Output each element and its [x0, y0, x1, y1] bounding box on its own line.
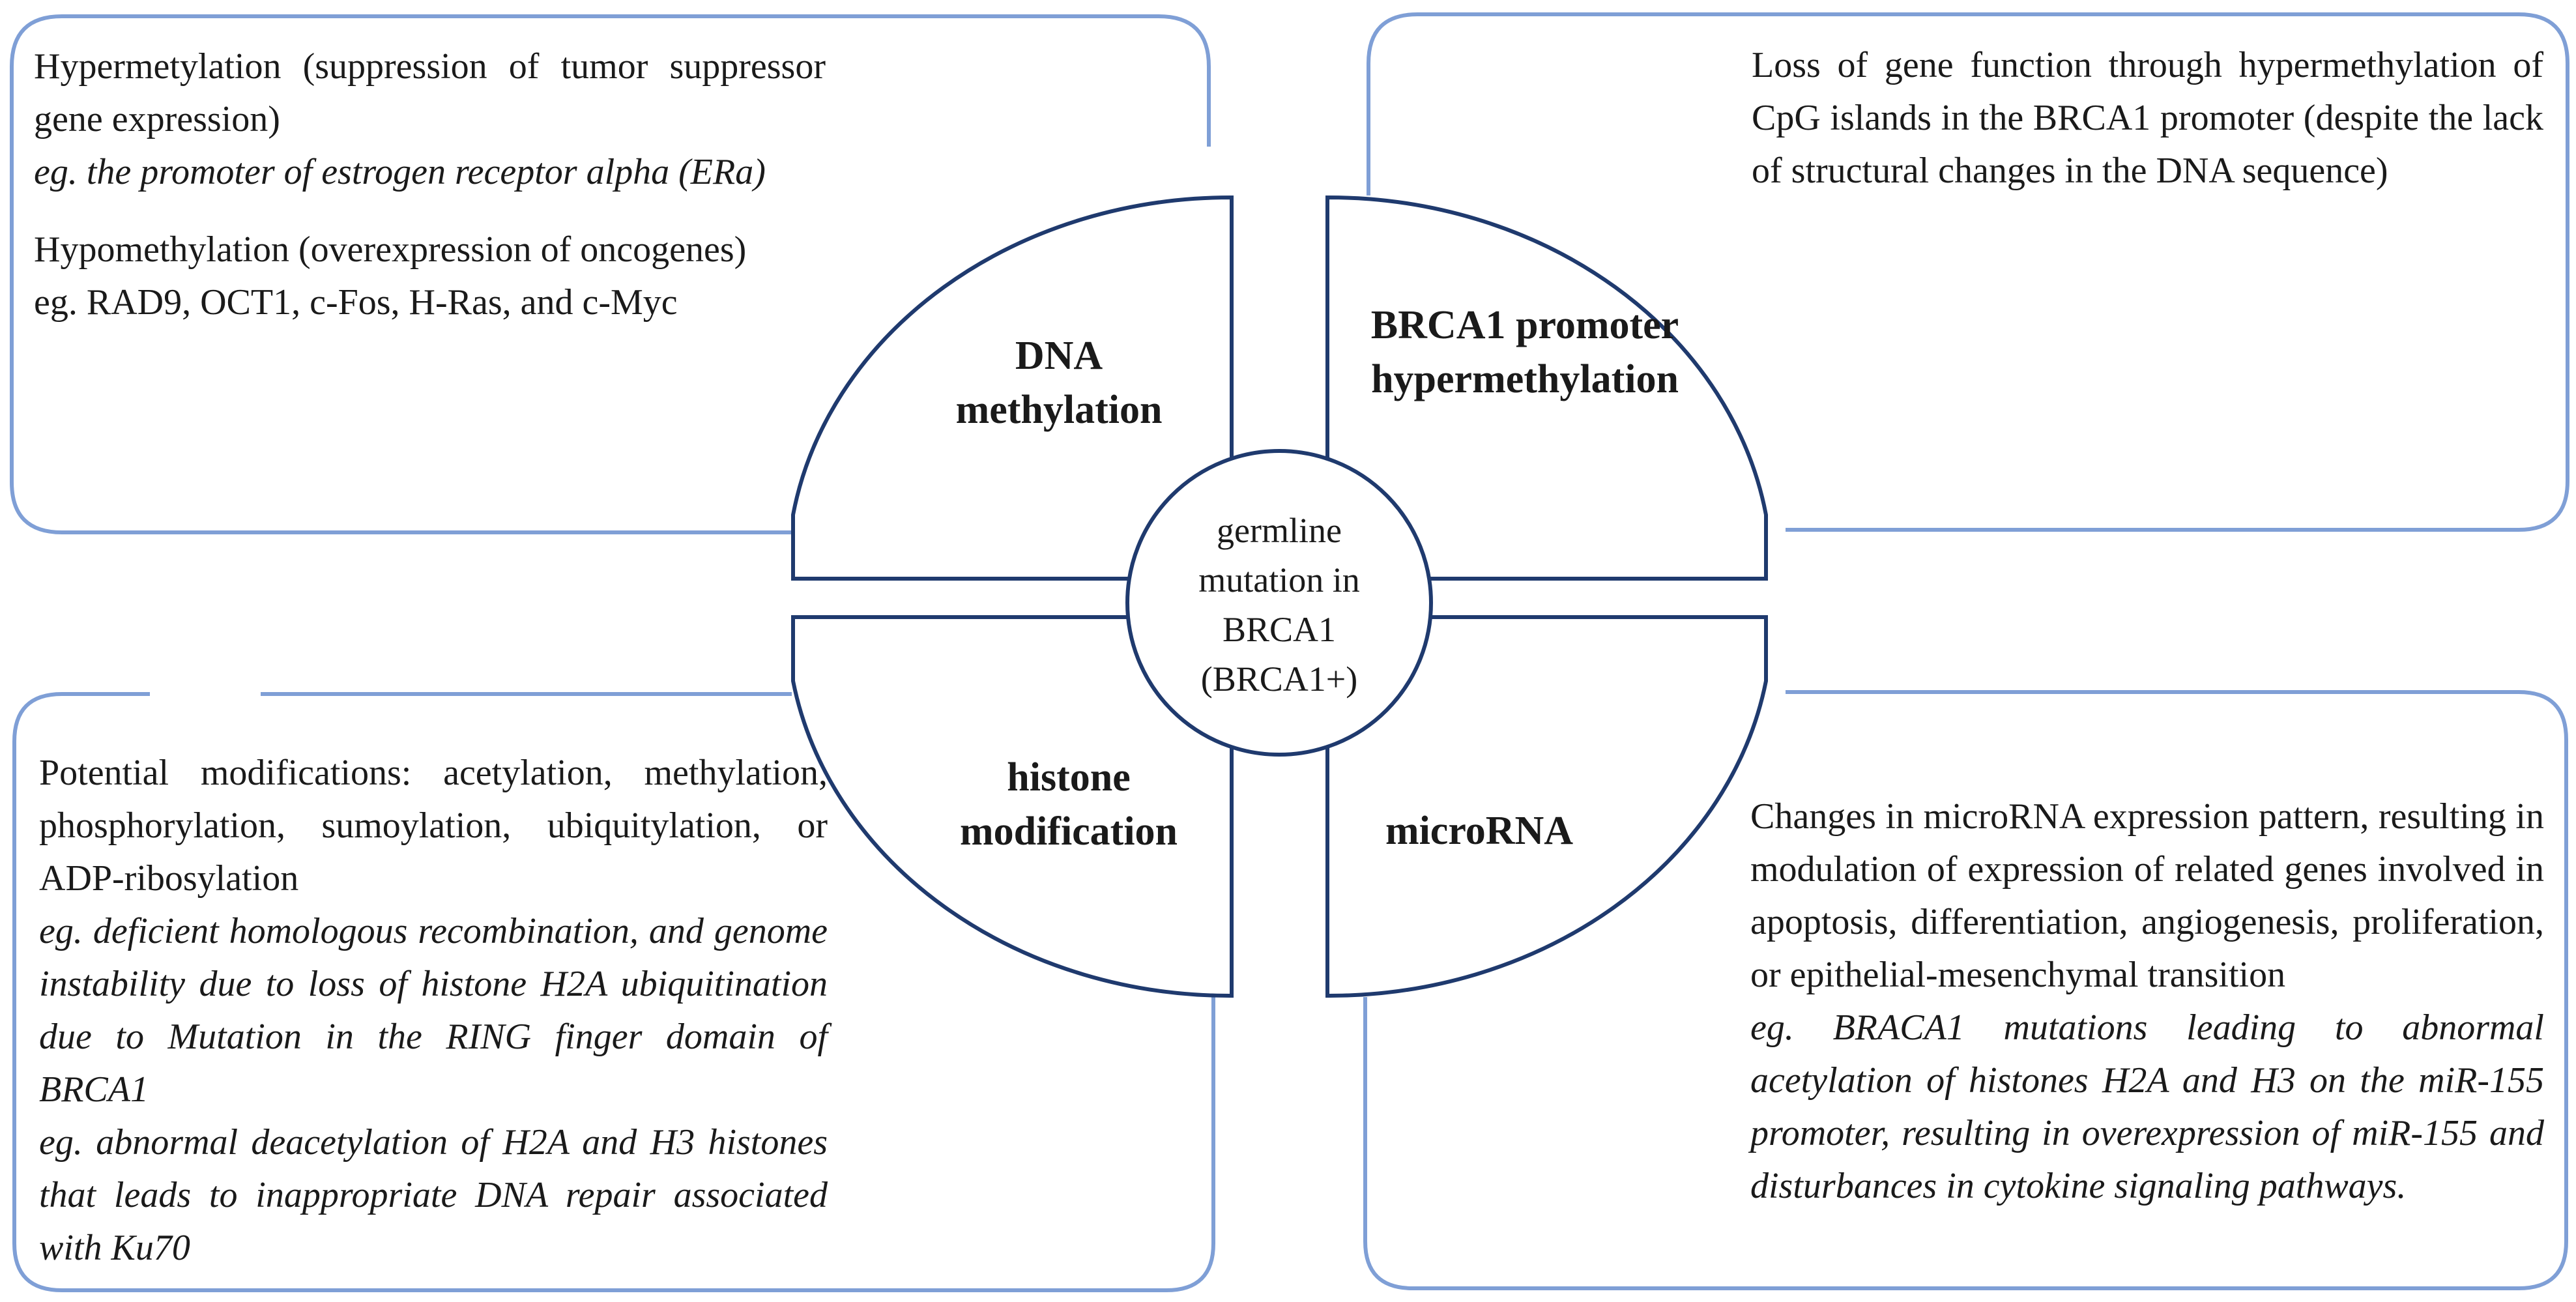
histone-modification-text: Potential modifications: acetylation, me… — [39, 753, 828, 899]
quadrant-histone-modification — [791, 615, 1234, 998]
histone-modification-description: Potential modifications: acetylation, me… — [39, 747, 828, 1275]
microrna-example: eg. BRACA1 mutations leading to abnormal… — [1750, 1007, 2544, 1206]
hypermethylation-example: eg. the promoter of estrogen receptor al… — [34, 152, 766, 192]
hypomethylation-example: eg. RAD9, OCT1, c-Fos, H-Ras, and c-Myc — [34, 282, 678, 323]
center-label: germline mutation in BRCA1 (BRCA1+) — [1198, 511, 1360, 699]
top-left-box — [10, 14, 1211, 534]
microrna-description: Changes in microRNA expression pattern, … — [1750, 790, 2544, 1213]
quadrant-brca1-promoter — [1325, 195, 1768, 581]
center-circle — [1125, 449, 1433, 757]
brca1-promoter-text: Loss of gene function through hypermethy… — [1752, 45, 2543, 191]
histone-example-1: eg. deficient homologous recombination, … — [39, 911, 828, 1110]
histone-example-2: eg. abnormal deacetylation of H2A and H3… — [39, 1122, 828, 1268]
dna-methylation-description: Hypermetylation (suppression of tumor su… — [34, 40, 826, 329]
dna-methylation-title: DNA methylation — [955, 334, 1163, 432]
top-right-box — [1367, 12, 2569, 532]
bottom-right-box — [1363, 690, 2568, 1290]
microrna-title: microRNA — [1385, 809, 1574, 853]
hypomethylation-text: Hypomethylation (overexpression of oncog… — [34, 229, 747, 270]
quadrant-microrna — [1325, 615, 1768, 998]
hypermethylation-text: Hypermetylation (suppression of tumor su… — [34, 46, 826, 139]
brca1-promoter-description: Loss of gene function through hypermethy… — [1752, 39, 2543, 197]
microrna-text: Changes in microRNA expression pattern, … — [1750, 796, 2544, 995]
histone-modification-title: histone modification — [959, 755, 1178, 854]
brca1-promoter-title: BRCA1 promoter hypermethylation — [1370, 303, 1679, 401]
bottom-left-box — [12, 692, 1215, 1292]
quadrant-dna-methylation — [791, 195, 1234, 581]
